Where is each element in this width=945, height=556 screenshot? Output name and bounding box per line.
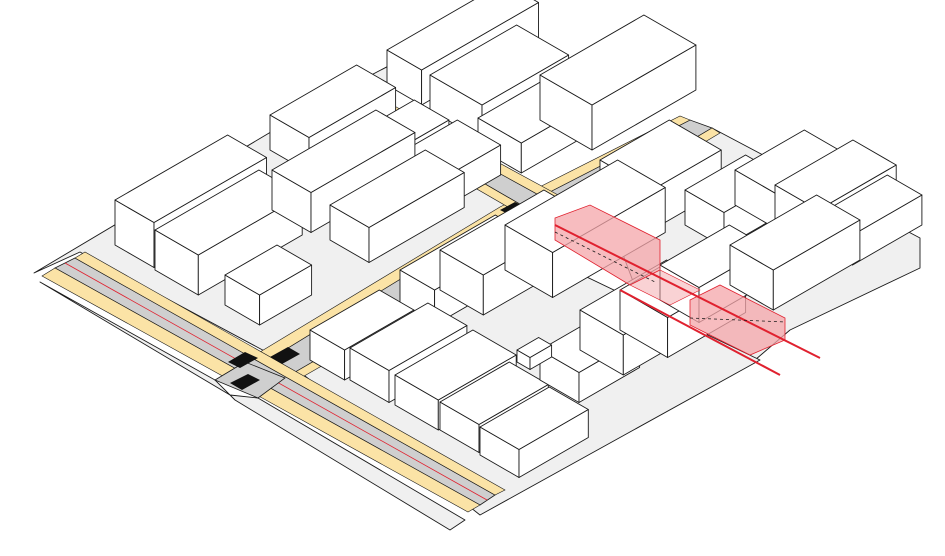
buildings-layer (115, 0, 922, 478)
